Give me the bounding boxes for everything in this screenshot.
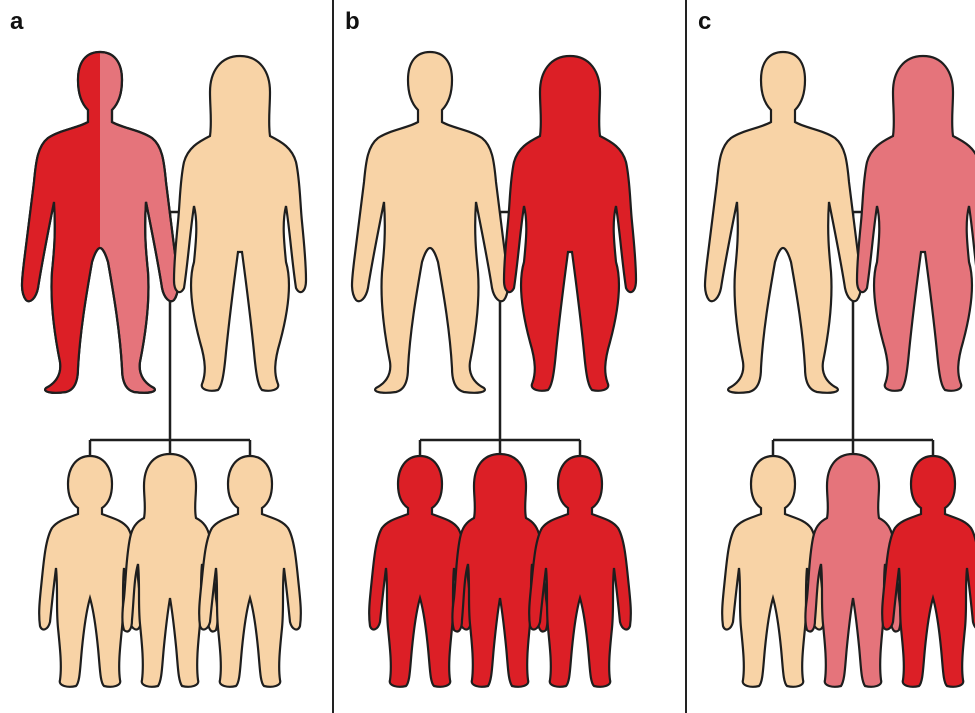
panel-label-c: c	[698, 10, 711, 34]
mother-figure	[857, 56, 975, 391]
child-figure-boy	[199, 456, 301, 687]
panel-c	[705, 52, 975, 687]
panel-label-b: b	[345, 10, 360, 34]
father-figure	[705, 52, 861, 393]
panel-b	[352, 52, 636, 687]
panel-label-a: a	[10, 10, 23, 34]
child-figure-boy	[882, 456, 975, 687]
father-figure	[22, 52, 178, 393]
mother-figure	[174, 56, 306, 391]
mother-figure	[504, 56, 636, 391]
father-figure	[352, 52, 508, 393]
panel-a	[22, 52, 306, 687]
child-figure-boy	[529, 456, 631, 687]
